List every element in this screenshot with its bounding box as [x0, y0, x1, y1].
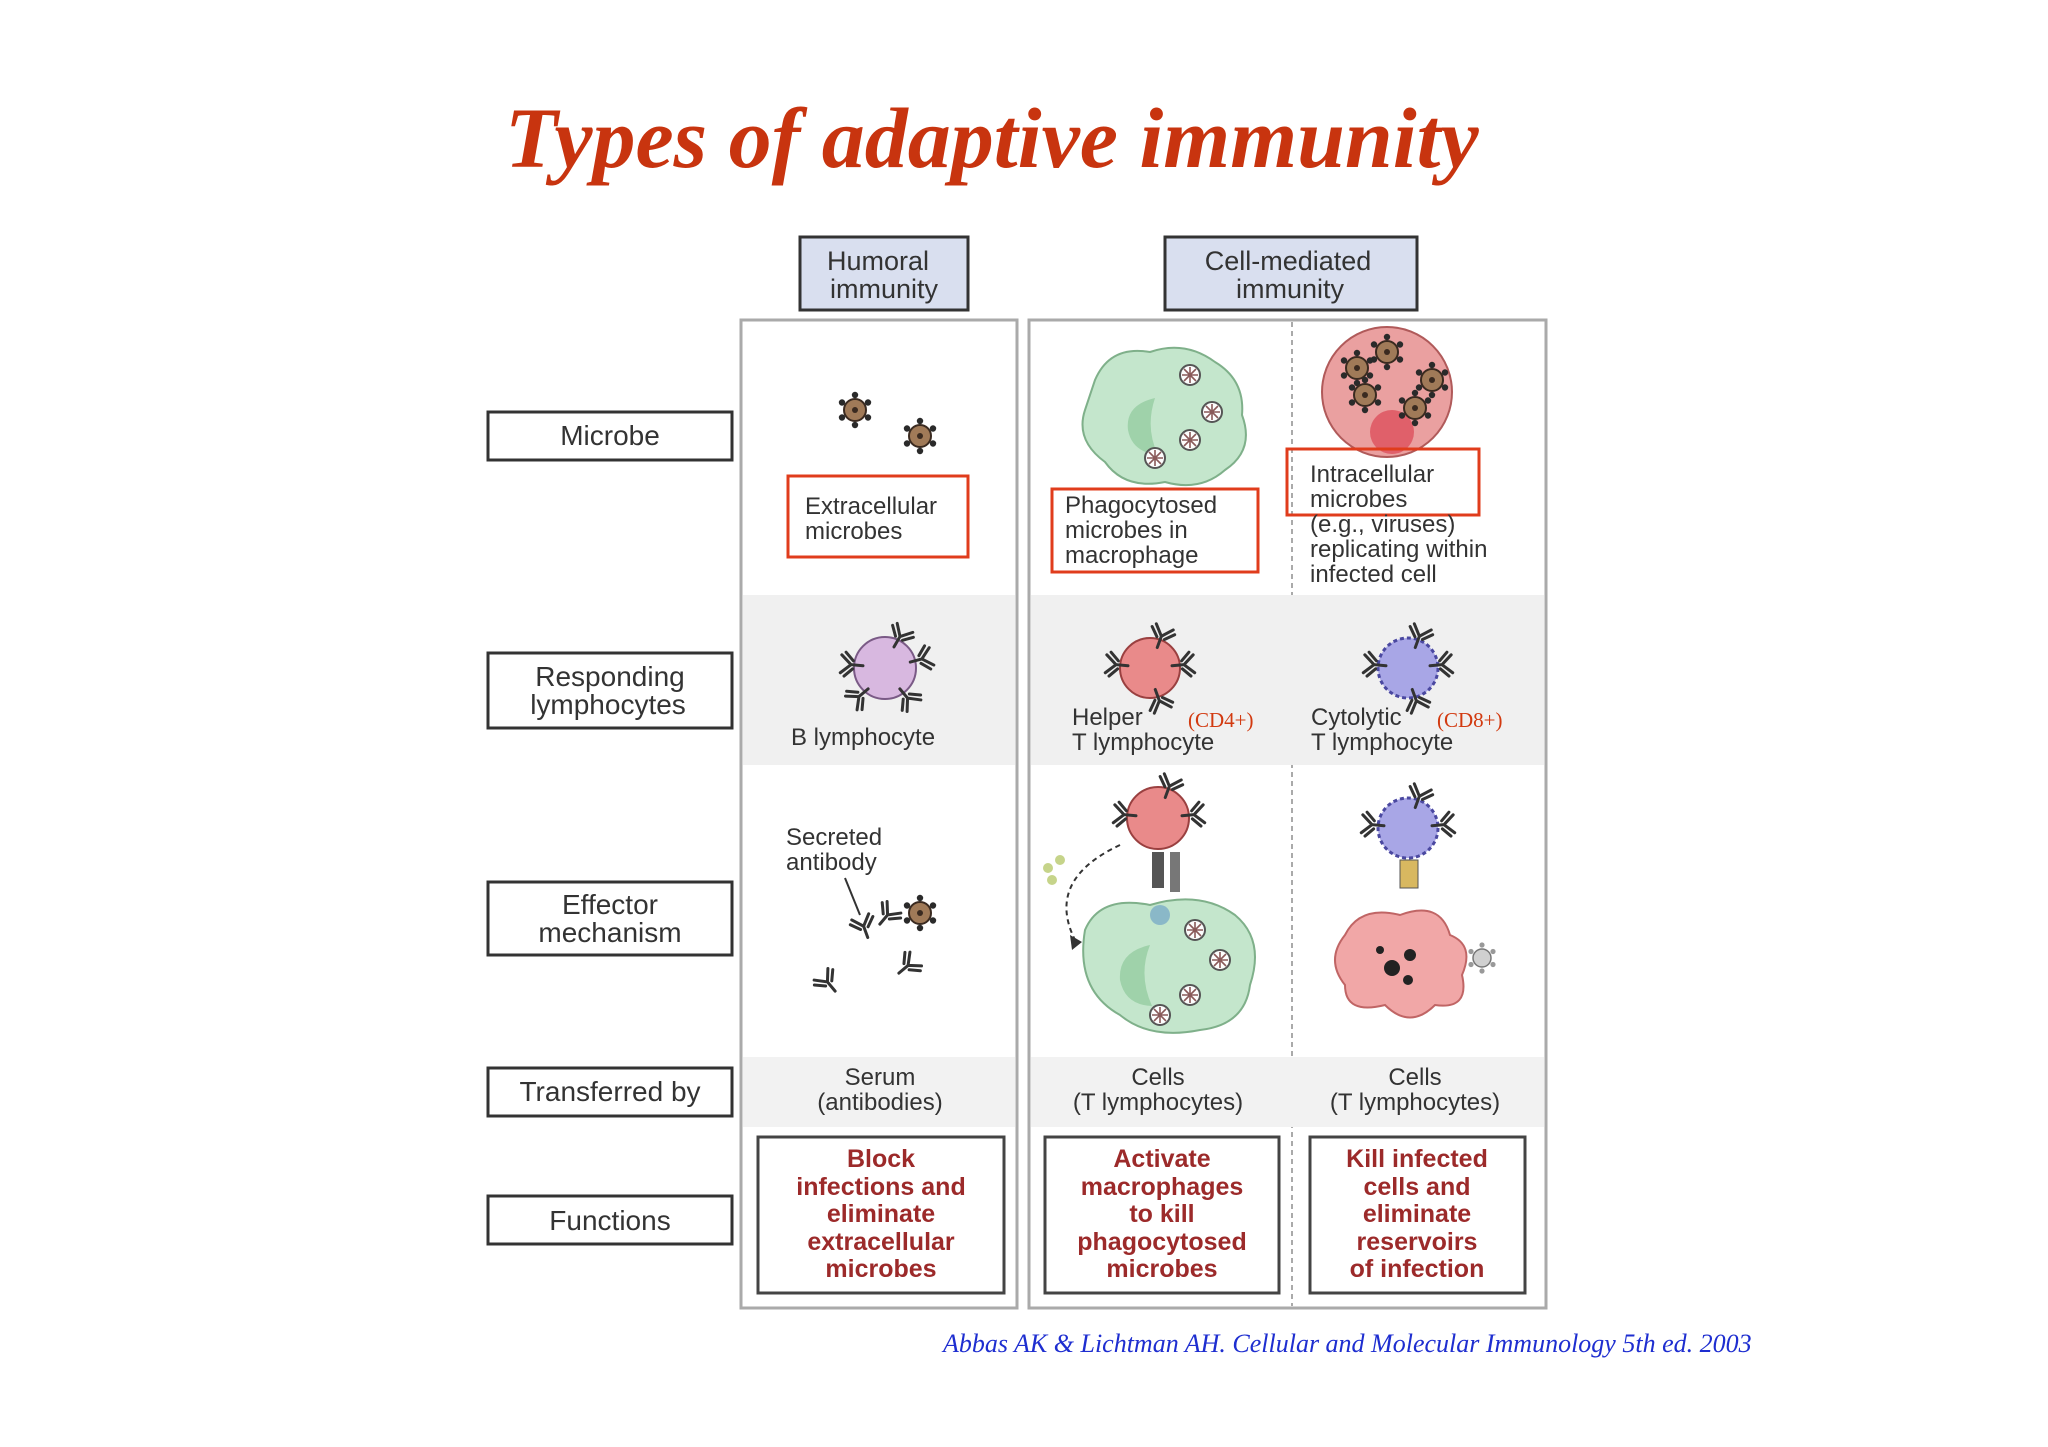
- row-label-functions: Functions: [486, 1194, 734, 1246]
- function-humoral: Block infections and eliminate extracell…: [756, 1135, 1006, 1295]
- svg-text:(e.g., viruses): (e.g., viruses): [1310, 511, 1455, 538]
- svg-text:Microbe: Microbe: [560, 420, 660, 451]
- svg-text:extracellular: extracellular: [807, 1228, 955, 1256]
- svg-text:Humoral: Humoral: [827, 246, 929, 276]
- svg-text:eliminate: eliminate: [1363, 1200, 1471, 1228]
- svg-text:microbes in: microbes in: [1065, 517, 1188, 544]
- svg-text:Extracellular: Extracellular: [805, 493, 937, 520]
- svg-text:T lymphocyte: T lymphocyte: [1072, 729, 1214, 756]
- antibody-icon: [810, 965, 846, 1001]
- cd4-tag: (CD4+): [1188, 708, 1254, 732]
- cell-mediated-immunity-header: Cell-mediated immunity: [1163, 235, 1419, 312]
- svg-text:immunity: immunity: [1236, 274, 1345, 304]
- svg-text:Functions: Functions: [549, 1205, 670, 1236]
- svg-text:microbes: microbes: [825, 1255, 936, 1283]
- svg-text:microbes: microbes: [805, 518, 902, 545]
- row-label-transferred-by: Transferred by: [486, 1066, 734, 1118]
- svg-text:antibody: antibody: [786, 849, 877, 876]
- antibody-icon: [847, 911, 881, 944]
- transferred-cells-cytolytic: Cells (T lymphocytes): [1330, 1064, 1500, 1116]
- svg-text:replicating within: replicating within: [1310, 536, 1487, 563]
- function-helper: Activate macrophages to kill phagocytose…: [1043, 1135, 1281, 1295]
- b-lymphocyte-icon: [838, 620, 937, 715]
- transferred-serum: Serum (antibodies): [817, 1064, 942, 1116]
- svg-text:Cytolytic: Cytolytic: [1311, 704, 1402, 731]
- svg-text:Effector: Effector: [562, 889, 658, 920]
- svg-text:of infection: of infection: [1350, 1255, 1485, 1283]
- microbe-icon: [902, 893, 938, 933]
- svg-text:macrophage: macrophage: [1065, 542, 1198, 569]
- svg-text:infected cell: infected cell: [1310, 561, 1437, 588]
- svg-text:Cell-mediated: Cell-mediated: [1205, 246, 1372, 276]
- secreted-antibody-label: Secreted antibody: [786, 824, 882, 916]
- svg-text:microbes: microbes: [1106, 1255, 1217, 1283]
- svg-text:(T lymphocytes): (T lymphocytes): [1073, 1089, 1243, 1116]
- svg-text:T lymphocyte: T lymphocyte: [1311, 729, 1453, 756]
- svg-text:Block: Block: [847, 1145, 915, 1173]
- ctl-killing-infected-cell: [1334, 781, 1496, 1019]
- svg-text:to kill: to kill: [1129, 1200, 1194, 1228]
- svg-text:infections and: infections and: [796, 1173, 965, 1201]
- svg-text:phagocytosed: phagocytosed: [1077, 1228, 1246, 1256]
- svg-text:Secreted: Secreted: [786, 824, 882, 851]
- b-lymphocyte-label: B lymphocyte: [791, 724, 935, 751]
- helper-t-macrophage-interaction: [1043, 771, 1256, 1034]
- transferred-cells-helper: Cells (T lymphocytes): [1073, 1064, 1243, 1116]
- svg-text:immunity: immunity: [830, 274, 939, 304]
- slide-title: Types of adaptive immunity: [505, 90, 1479, 186]
- svg-text:(T lymphocytes): (T lymphocytes): [1330, 1089, 1500, 1116]
- cell-mediated-panel: [1027, 318, 1548, 1310]
- svg-text:Helper: Helper: [1072, 704, 1143, 731]
- humoral-panel: [739, 318, 1019, 1310]
- svg-text:Cells: Cells: [1388, 1064, 1441, 1091]
- svg-text:mechanism: mechanism: [538, 917, 681, 948]
- intracellular-microbes-label: Intracellular microbes (e.g., viruses) r…: [1285, 447, 1487, 588]
- svg-text:lymphocytes: lymphocytes: [530, 689, 686, 720]
- macrophage-icon: [1081, 346, 1247, 487]
- svg-text:Serum: Serum: [845, 1064, 916, 1091]
- svg-text:Intracellular: Intracellular: [1310, 461, 1434, 488]
- svg-text:Responding: Responding: [535, 661, 684, 692]
- row-label-responding-lymphocytes: Responding lymphocytes: [486, 651, 734, 730]
- helper-t-lymphocyte-label: Helper T lymphocyte: [1072, 704, 1214, 756]
- svg-text:eliminate: eliminate: [827, 1200, 935, 1228]
- row-label-effector-mechanism: Effector mechanism: [486, 880, 734, 957]
- cd8-tag: (CD8+): [1437, 708, 1503, 732]
- svg-text:Kill infected: Kill infected: [1346, 1145, 1488, 1173]
- citation: Abbas AK & Lichtman AH. Cellular and Mol…: [943, 1329, 1752, 1358]
- microbe-icon: [902, 416, 938, 456]
- svg-text:Transferred by: Transferred by: [519, 1076, 700, 1107]
- antibody-icon: [869, 898, 905, 934]
- extracellular-microbes-label: Extracellular microbes: [786, 474, 970, 559]
- svg-text:Phagocytosed: Phagocytosed: [1065, 492, 1217, 519]
- svg-text:reservoirs: reservoirs: [1357, 1228, 1478, 1256]
- row-label-microbe: Microbe: [486, 410, 734, 462]
- phagocytosed-microbes-label: Phagocytosed microbes in macrophage: [1050, 487, 1260, 574]
- cytolytic-t-lymphocyte-label: Cytolytic T lymphocyte: [1311, 704, 1453, 756]
- antibody-icon: [889, 948, 925, 984]
- svg-text:(antibodies): (antibodies): [817, 1089, 942, 1116]
- svg-text:Activate: Activate: [1113, 1145, 1210, 1173]
- svg-text:microbes: microbes: [1310, 486, 1407, 513]
- svg-text:macrophages: macrophages: [1081, 1173, 1244, 1201]
- cytolytic-t-cell-icon: [1361, 621, 1455, 716]
- helper-t-cell-icon: [1103, 621, 1197, 716]
- function-cytolytic: Kill infected cells and eliminate reserv…: [1308, 1135, 1527, 1295]
- svg-text:Cells: Cells: [1131, 1064, 1184, 1091]
- infected-cell-icon: [1321, 326, 1453, 458]
- humoral-immunity-header: Humoral immunity: [798, 235, 970, 312]
- svg-text:cells and: cells and: [1364, 1173, 1471, 1201]
- microbe-icon: [837, 390, 873, 430]
